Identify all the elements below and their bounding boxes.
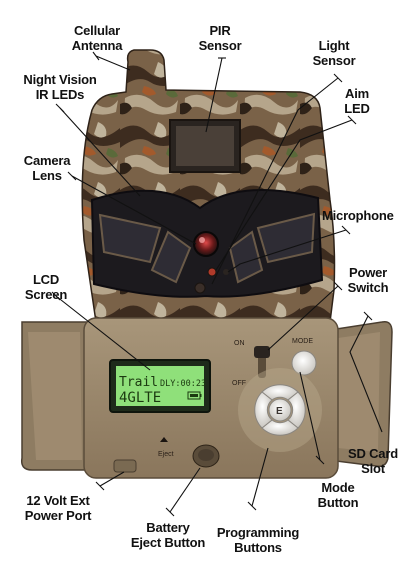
label-power-port: 12 Volt Ext Power Port [24,493,92,523]
camera-lens [193,231,219,257]
mode-button [291,350,317,376]
label-light-sensor: Light Sensor [312,38,356,68]
switch-on-text: ON [234,340,245,347]
label-power-switch: Power Switch [347,265,389,295]
label-programming-buttons: Programming Buttons [216,525,300,555]
battery-icon [187,391,202,400]
camera-housing [81,49,336,323]
power-switch-knob [254,346,270,358]
label-cellular-antenna: Cellular Antenna [71,23,123,53]
label-battery-eject: Battery Eject Button [130,520,206,550]
mode-text: MODE [292,338,313,345]
eject-text: Eject [158,451,174,458]
leader-ticks [51,51,373,517]
label-aim-led: Aim LED [344,86,370,116]
control-panel [83,317,339,479]
light-sensor [194,282,206,294]
left-button [254,391,273,429]
enter-button-text: E [276,406,283,417]
microphone-hole [223,269,229,275]
label-microphone: Microphone [322,208,394,223]
label-camera-lens: Camera Lens [23,153,71,183]
enter-button [268,398,292,422]
lcd-mode-text: Trail [119,375,158,390]
aim-led [207,267,217,277]
lcd-delay-text: DLY:00:23 [160,379,206,389]
pir-lens [176,126,234,166]
leader-lines [55,55,383,513]
label-pir-sensor: PIR Sensor [198,23,242,53]
side-doors [20,320,393,471]
label-mode-button: Mode Button [317,480,359,510]
lcd-network-text: 4GLTE [119,390,161,406]
eject-arrow-icon [160,437,168,442]
switch-off-text: OFF [232,380,246,387]
label-lcd-screen: LCD Screen [24,272,68,302]
power-port-cover [113,459,137,473]
label-night-vision: Night Vision IR LEDs [23,72,97,102]
label-sd-card-slot: SD Card Slot [348,446,398,476]
